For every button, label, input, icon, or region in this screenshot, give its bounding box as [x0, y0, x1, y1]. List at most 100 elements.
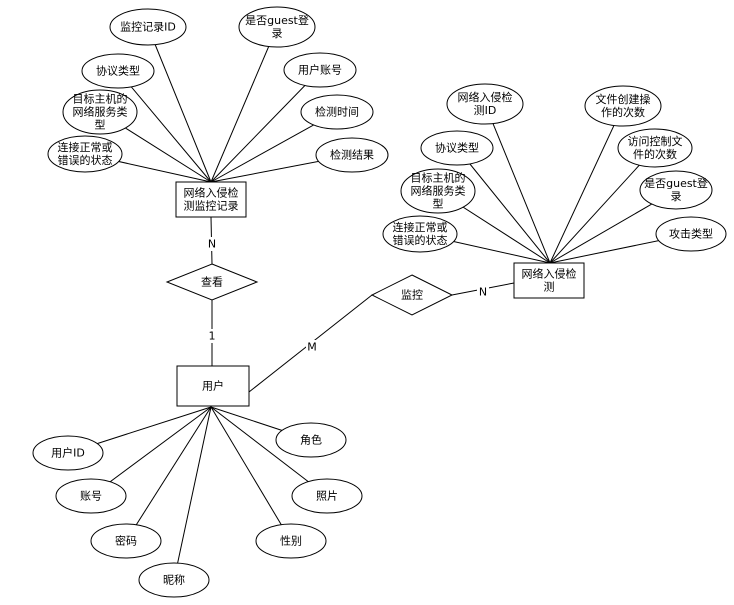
attribute-ellipse [255, 523, 327, 559]
attribute-text: 作的次数 [601, 105, 645, 119]
attribute-ellipse [138, 562, 210, 598]
entity-box [176, 365, 250, 407]
entity-user: 用户 [176, 365, 250, 407]
attribute-link [456, 147, 551, 264]
attribute-r4: 用户账号 [283, 52, 357, 88]
attribute-link [173, 406, 212, 581]
attribute-ellipse [584, 85, 662, 127]
attribute-text: 目标主机的 [411, 171, 466, 185]
attribute-text: 目标主机的 [73, 92, 128, 106]
attribute-text: 检测结果 [330, 148, 374, 162]
attribute-text: 网络服务类 [73, 105, 128, 119]
attribute-d3: 协议类型 [420, 130, 494, 166]
cardinality-bg [206, 237, 218, 251]
attribute-ellipse [55, 478, 127, 514]
attribute-text: 件的次数 [633, 147, 677, 161]
relationship-label: 监控 [401, 288, 423, 302]
attribute-text: 错误的状态 [393, 233, 448, 247]
attribute-ellipse [639, 170, 713, 210]
attribute-ellipse [109, 8, 187, 46]
attribute-link [210, 406, 328, 497]
attribute-link [210, 69, 321, 183]
attribute-link [549, 147, 656, 264]
attribute-text: 角色 [300, 433, 322, 447]
attribute-ellipse [81, 53, 155, 89]
attribute-ellipse [283, 52, 357, 88]
attribute-text: 型 [433, 197, 444, 211]
attribute-u4: 照片 [291, 478, 363, 514]
attribute-text: 型 [95, 118, 106, 132]
attribute-text: 攻击类型 [669, 227, 713, 241]
attribute-ellipse [238, 6, 316, 48]
attribute-text: 录 [671, 190, 682, 203]
attribute-text: 录 [272, 27, 283, 40]
attribute-text: 网络入侵检 [458, 90, 513, 104]
entity-text: 测 [544, 281, 555, 294]
attribute-text: 检测时间 [315, 105, 359, 119]
attribute-link [210, 26, 278, 183]
attribute-ellipse [90, 523, 162, 559]
attribute-r3: 协议类型 [81, 53, 155, 89]
attribute-ellipse [617, 128, 693, 168]
attribute-link [210, 406, 292, 542]
cardinality-bg [477, 285, 489, 299]
cardinality-label: 1 [209, 330, 216, 343]
attribute-ellipse [420, 130, 494, 166]
entity-box [175, 181, 247, 218]
attribute-ellipse [655, 216, 727, 252]
attribute-link [125, 406, 212, 542]
attribute-text: 账号 [80, 490, 102, 503]
attribute-r8: 检测结果 [315, 137, 389, 173]
attribute-text: 协议类型 [435, 141, 479, 155]
entity-text: 网络入侵检 [184, 186, 239, 200]
cardinality-label: N [479, 286, 487, 299]
attribute-ellipse [400, 168, 476, 214]
attribute-link [90, 406, 212, 497]
attribute-text: 测ID [474, 104, 497, 117]
attribute-u5: 密码 [90, 523, 162, 559]
cardinality-label: N [208, 238, 216, 251]
attribute-u3: 账号 [55, 478, 127, 514]
entity-box [513, 262, 585, 299]
attribute-ellipse [275, 422, 347, 458]
attribute-text: 是否guest登 [644, 176, 708, 190]
entity-text: 用户 [202, 379, 224, 393]
relationship-diamond [370, 274, 454, 316]
attribute-ellipse [315, 137, 389, 173]
cardinality-bg [306, 340, 318, 354]
attribute-text: 文件创建操 [596, 92, 651, 106]
attribute-ellipse [446, 83, 524, 125]
attribute-ellipse [47, 135, 123, 173]
attribute-r6: 检测时间 [300, 94, 374, 130]
attribute-link [147, 26, 212, 183]
cardinality-bg [206, 329, 218, 343]
attribute-text: 照片 [316, 490, 338, 503]
relationship-label: 查看 [201, 275, 223, 289]
entity-text: 网络入侵检 [522, 267, 577, 281]
attribute-text: 监控记录ID [120, 20, 176, 34]
attribute-text: 是否guest登 [245, 13, 309, 27]
attribute-ellipse [62, 89, 138, 135]
attribute-ellipse [382, 215, 458, 253]
attribute-u1: 用户ID [32, 435, 104, 471]
attribute-text: 协议类型 [96, 64, 140, 78]
attribute-text: 连接正常或 [393, 221, 448, 234]
attribute-ellipse [300, 94, 374, 130]
attribute-link [117, 70, 212, 183]
attribute-ellipse [32, 435, 104, 471]
attribute-u7: 昵称 [138, 562, 210, 598]
relationship-diamond [165, 263, 259, 301]
attribute-ellipse [291, 478, 363, 514]
attribute-text: 连接正常或 [58, 141, 113, 154]
attribute-r1: 监控记录ID [109, 8, 187, 46]
attribute-text: 访问控制文 [628, 134, 683, 148]
attribute-text: 用户账号 [298, 63, 342, 77]
